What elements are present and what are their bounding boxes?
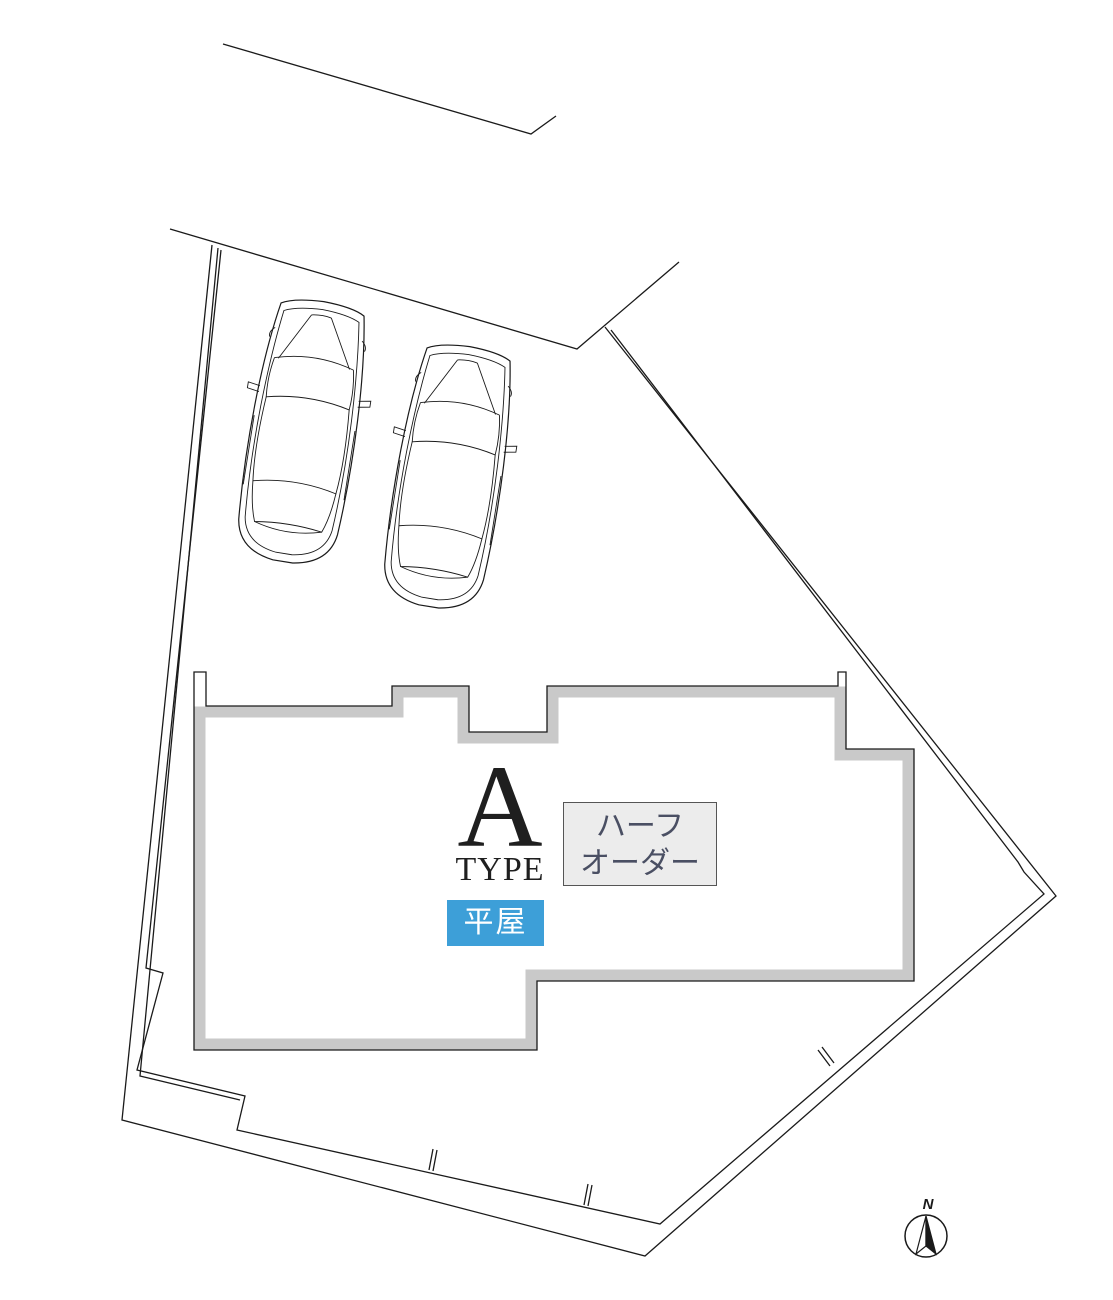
road-edge-top <box>222 43 557 135</box>
house-type-letter: A <box>457 741 543 872</box>
boundary-tick <box>428 1148 438 1172</box>
car-top-view-icon <box>366 336 532 617</box>
lot-boundary-outer <box>121 228 1057 1257</box>
boundary-tick <box>583 1183 593 1207</box>
car-top-view-icon <box>220 291 386 572</box>
lot-boundary-inner <box>136 249 1045 1225</box>
house-footprint <box>194 686 914 1050</box>
style-badge: 平屋 <box>447 900 544 946</box>
boundary-tick <box>817 1046 835 1067</box>
order-badge-line-1: ハーフ <box>595 809 685 844</box>
lot-boundary-inner-2 <box>139 247 241 1101</box>
house-type-word: TYPE <box>455 851 545 888</box>
compass-label: N <box>923 1196 935 1213</box>
order-badge-line-2: オーダー <box>580 846 700 881</box>
north-arrow-icon: N <box>904 1196 948 1258</box>
house-outline <box>193 671 915 1051</box>
order-badge: ハーフ オーダー <box>563 802 717 886</box>
